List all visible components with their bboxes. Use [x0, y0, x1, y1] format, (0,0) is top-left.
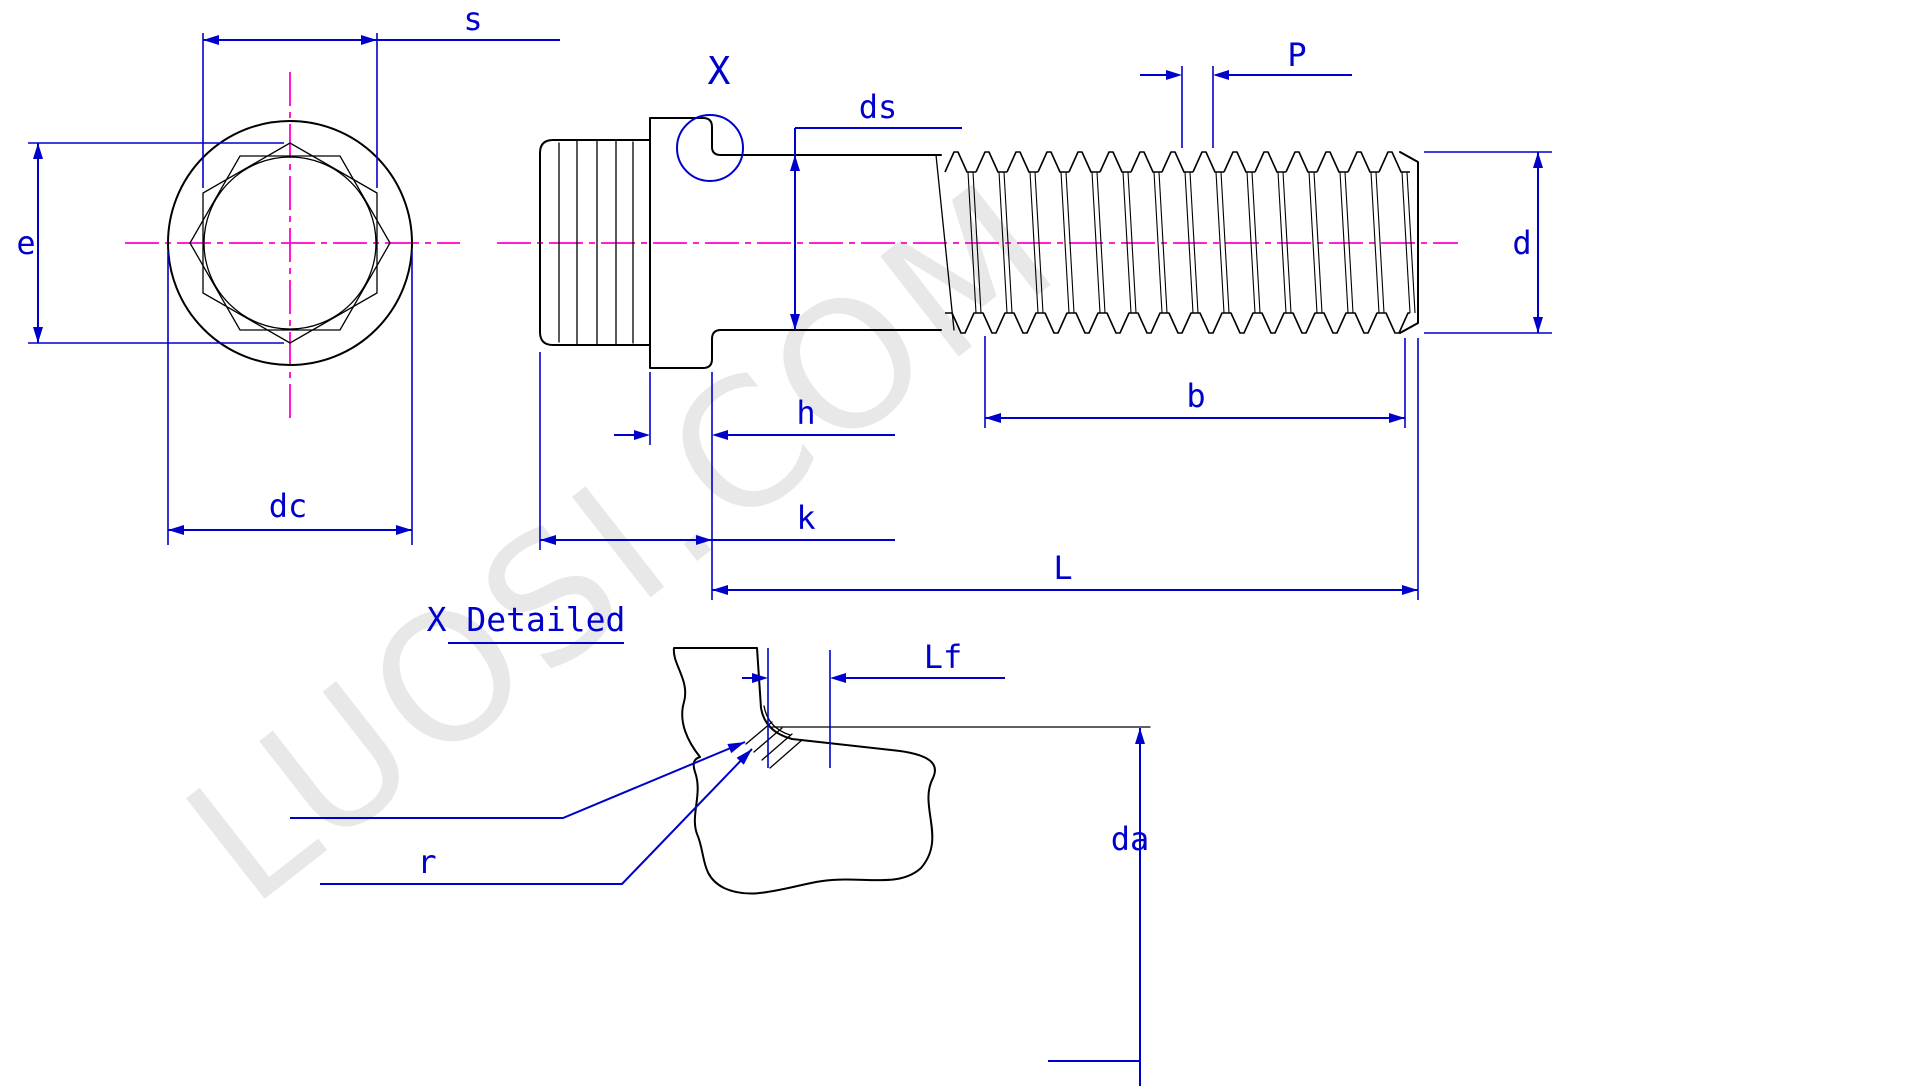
- callout-x: X: [676, 49, 744, 182]
- flange-outline: [649, 117, 713, 369]
- underhead-fillets: [711, 146, 722, 340]
- fillet-hatching: [745, 721, 803, 769]
- dim-da: da: [1048, 728, 1149, 1086]
- dim-h: h: [614, 372, 895, 600]
- label-p: P: [1287, 36, 1306, 74]
- label-r: r: [417, 843, 436, 881]
- side-view: X ds P d: [497, 36, 1552, 600]
- dim-p: P: [1140, 36, 1352, 148]
- dim-lf: Lf: [742, 638, 1005, 768]
- dim-e: e: [16, 142, 284, 344]
- dim-d: d: [1424, 151, 1552, 334]
- detail-section-outline: [672, 647, 936, 895]
- dim-b: b: [984, 336, 1406, 428]
- head-outline: [539, 139, 651, 346]
- dim-k: k: [539, 352, 895, 550]
- end-view: s e dc: [16, 0, 560, 545]
- dim-l: L: [712, 338, 1419, 600]
- label-e: e: [16, 224, 35, 262]
- label-x: X: [708, 49, 731, 93]
- bolt-end-chamfer: [1399, 151, 1419, 334]
- label-l: L: [1053, 549, 1072, 587]
- label-k: k: [796, 499, 815, 537]
- threaded-section: [944, 151, 1419, 334]
- dim-ds: ds: [790, 88, 962, 330]
- head-facets: [558, 140, 634, 345]
- hexagon-a: [189, 155, 391, 331]
- watermark: LUOSI.COM: [152, 144, 1095, 943]
- thread-runout: [935, 154, 955, 331]
- label-d: d: [1512, 224, 1531, 262]
- thread-bottom-profile: [945, 312, 1410, 334]
- dim-dc: dc: [167, 252, 413, 545]
- inner-circle: [203, 156, 377, 330]
- flange-outer-circle: [167, 120, 413, 366]
- fillet-inner-arc: [763, 705, 791, 736]
- label-lf: Lf: [924, 638, 963, 676]
- label-b: b: [1186, 377, 1205, 415]
- watermark-text: LUOSI.COM: [152, 144, 1095, 943]
- label-s: s: [463, 0, 482, 38]
- thread-flank-lines: [967, 171, 1416, 314]
- label-h: h: [796, 394, 815, 432]
- dim-s: s: [202, 0, 560, 188]
- detail-view: X Detailed Lf da: [290, 600, 1151, 1086]
- label-dc: dc: [269, 487, 308, 525]
- label-ds: ds: [859, 88, 898, 126]
- detail-callout-circle: [676, 114, 744, 182]
- thread-top-profile: [944, 151, 1410, 173]
- label-da: da: [1111, 820, 1150, 858]
- hexagon-b: [202, 142, 378, 344]
- detail-title: X Detailed: [427, 600, 626, 639]
- dim-r: r: [290, 741, 753, 885]
